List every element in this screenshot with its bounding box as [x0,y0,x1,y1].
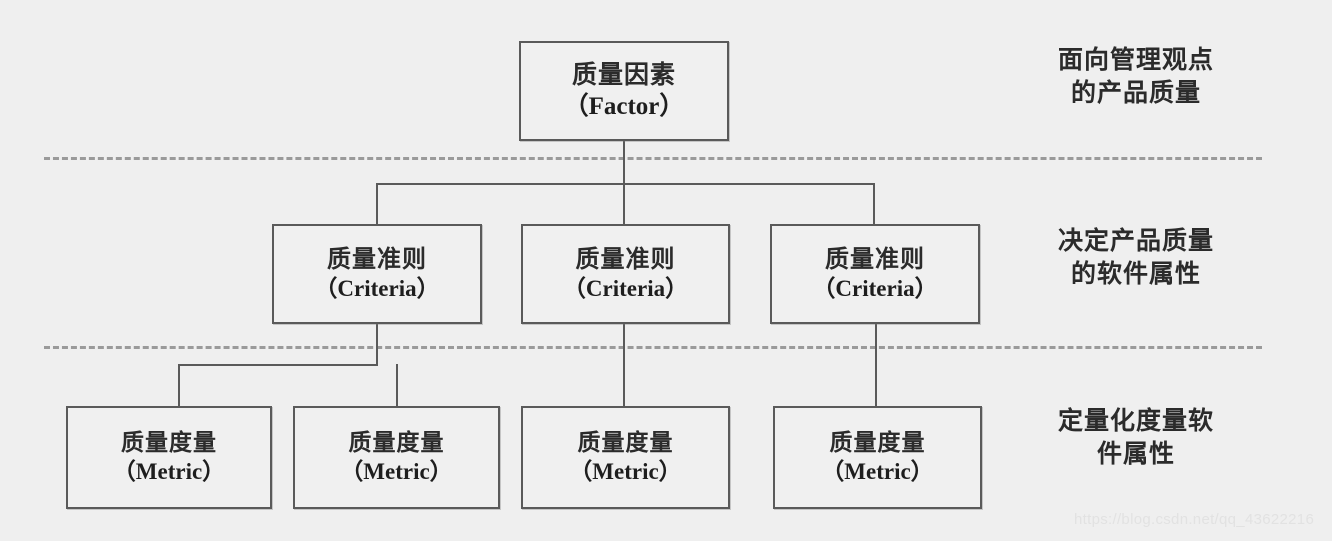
level-separator-factor-criteria [44,157,1262,160]
connector-criteria-drop-2 [873,183,875,224]
connector-metric-drop-0 [178,364,180,406]
node-metric-0-label-en: （Metric） [112,459,226,484]
level-separator-criteria-metric [44,346,1262,349]
connector-factor-trunk [623,141,625,183]
node-metric-1-label-cn: 质量度量 [348,428,445,456]
node-criteria-0[interactable]: 质量准则 （Criteria） [272,224,482,324]
node-metric-2-label-cn: 质量度量 [577,428,674,456]
node-criteria-1-label-cn: 质量准则 [575,244,676,274]
node-criteria-2-label-cn: 质量准则 [825,244,925,274]
connector-criteria-drop-1 [623,183,625,224]
side-label-metric: 定量化度量软 件属性 [1057,406,1214,468]
node-metric-1[interactable]: 质量度量 （Metric） [293,406,500,509]
node-metric-1-label-en: （Metric） [340,459,453,484]
connector-criteria-drop-0 [376,183,378,224]
node-criteria-0-label-cn: 质量准则 [327,244,427,274]
node-factor-label-cn: 质量因素 [571,59,676,89]
node-criteria-2-label-en: （Criteria） [812,276,938,302]
node-criteria-2[interactable]: 质量准则 （Criteria） [770,224,980,324]
side-label-factor: 面向管理观点 的产品质量 [1057,45,1214,107]
connector-metric-drop-2 [623,324,625,406]
connector-criteria-bus [377,183,875,185]
node-criteria-1[interactable]: 质量准则 （Criteria） [521,224,730,324]
side-label-criteria: 决定产品质量 的软件属性 [1057,226,1214,288]
connector-metric-bus-0 [178,364,378,366]
node-metric-2-label-en: （Metric） [569,459,682,484]
node-criteria-0-label-en: （Criteria） [314,276,440,302]
node-factor-label-en: （Factor） [563,92,685,120]
node-metric-3[interactable]: 质量度量 （Metric） [773,406,982,509]
node-factor[interactable]: 质量因素 （Factor） [519,41,729,141]
watermark-text: https://blog.csdn.net/qq_43622216 [1074,511,1315,528]
connector-metric-drop-3 [875,324,877,406]
connector-metric-trunk-0 [376,324,378,364]
node-metric-3-label-cn: 质量度量 [829,428,926,456]
node-metric-0-label-cn: 质量度量 [121,428,217,456]
node-metric-3-label-en: （Metric） [821,459,934,484]
connector-metric-drop-1 [396,364,398,406]
node-criteria-1-label-en: （Criteria） [562,276,689,302]
node-metric-0[interactable]: 质量度量 （Metric） [66,406,272,509]
node-metric-2[interactable]: 质量度量 （Metric） [521,406,730,509]
